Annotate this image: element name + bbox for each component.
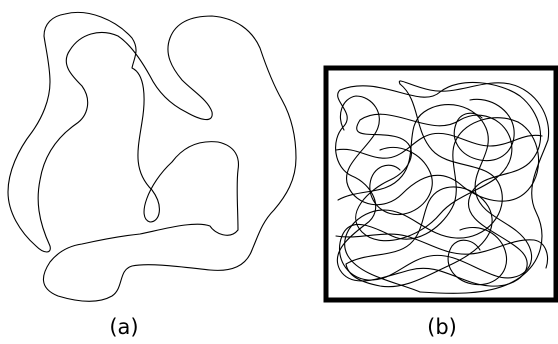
panel-b-frame	[323, 65, 558, 303]
caption-a: (a)	[109, 315, 138, 339]
caption-b: (b)	[427, 315, 457, 339]
panel-b	[323, 65, 558, 303]
panel-b-tangle	[335, 80, 550, 294]
panel-a-loop	[7, 11, 297, 302]
panel-a	[7, 11, 297, 302]
